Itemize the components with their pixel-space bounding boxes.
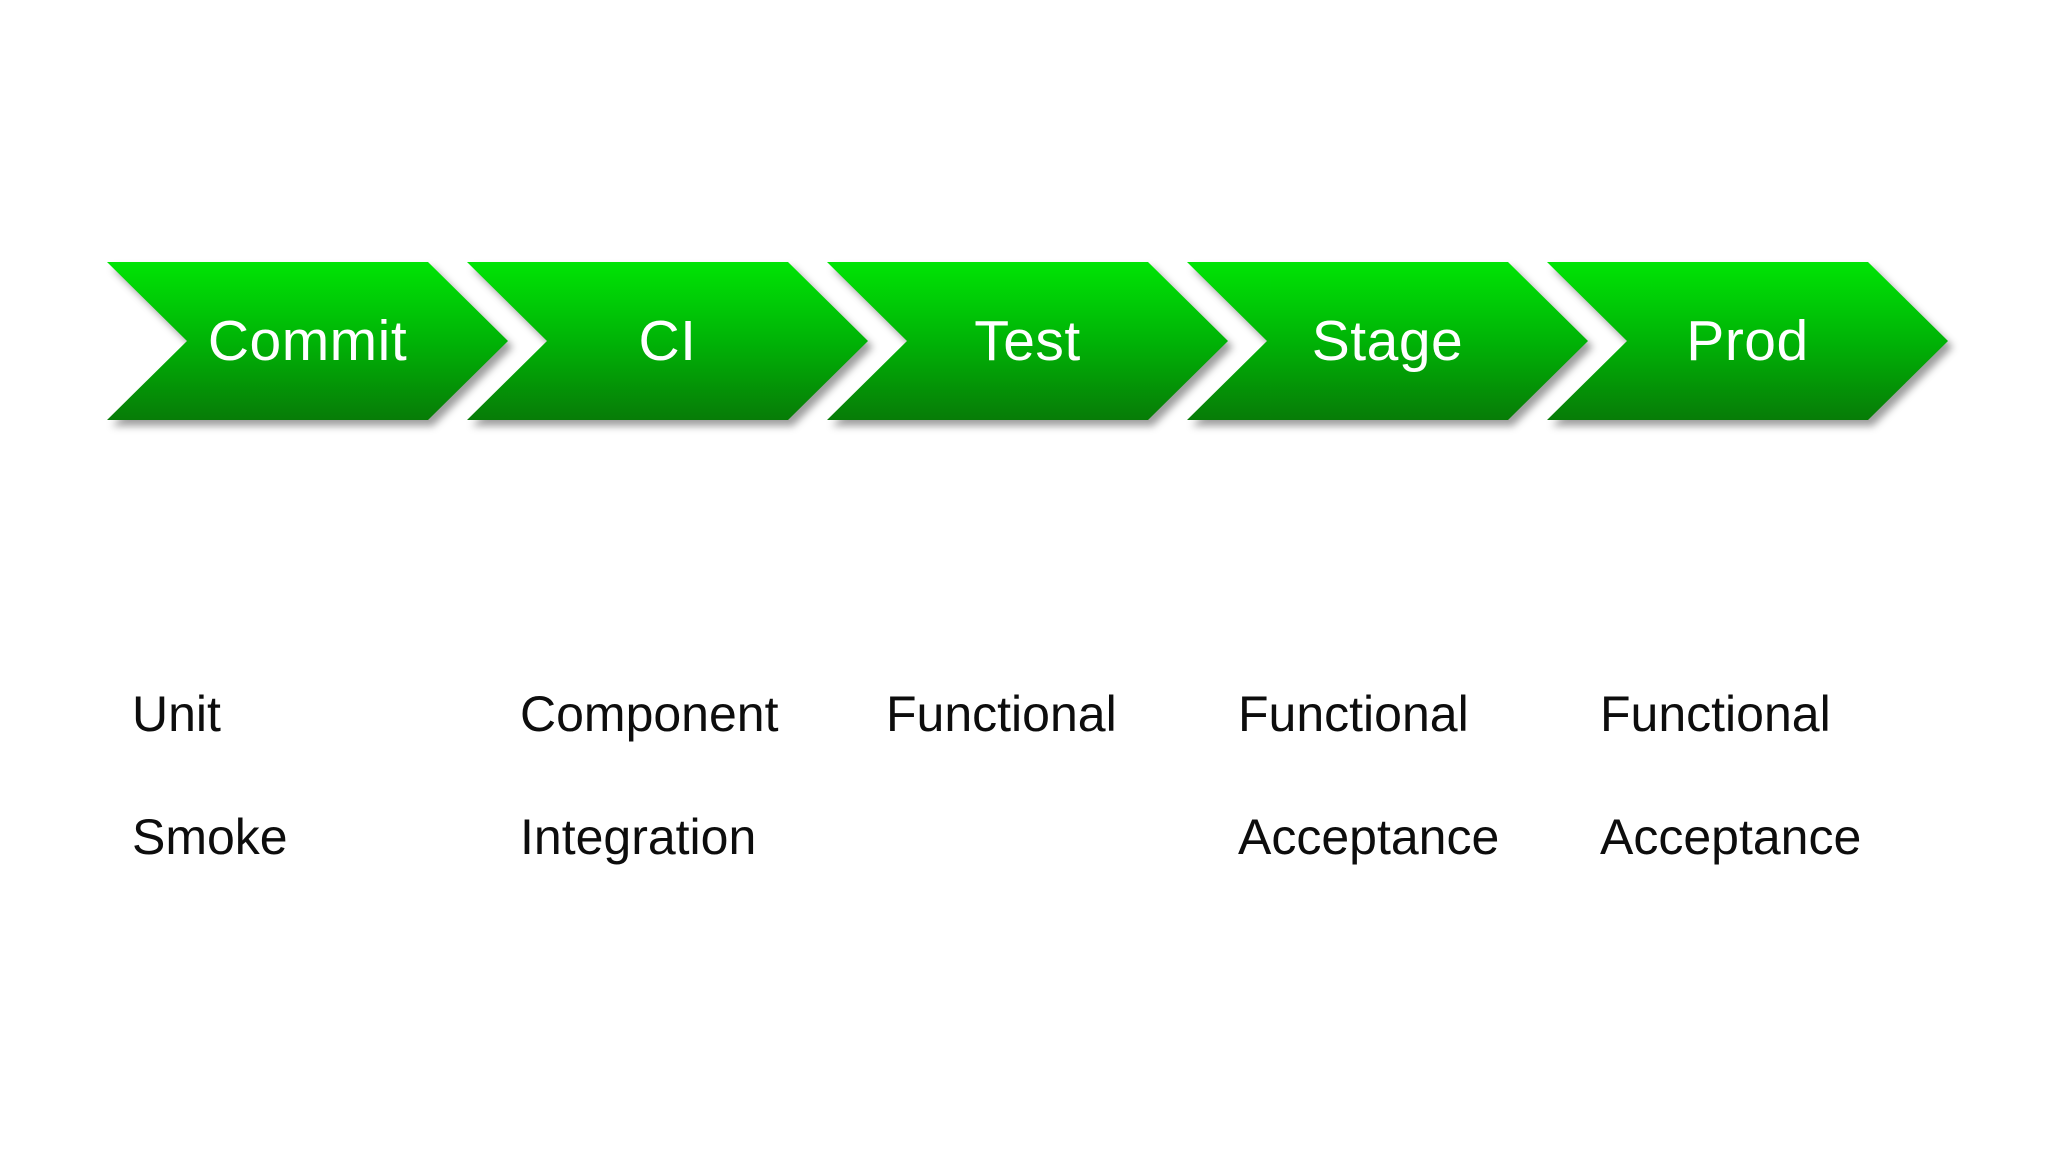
stage-arrow-label: CI	[638, 308, 697, 373]
stage-arrow-label: Stage	[1311, 308, 1464, 373]
chevron-arrow-shape	[827, 262, 1228, 420]
chevron-arrow-shape	[467, 262, 868, 420]
test-label-stage-functional: Functional	[1238, 686, 1469, 742]
stage-arrow-stage: Stage	[1187, 262, 1588, 420]
chevron-arrow-shape	[1547, 262, 1948, 420]
test-label-prod-acceptance: Acceptance	[1600, 809, 1862, 865]
test-label-commit-smoke: Smoke	[132, 809, 288, 865]
stage-arrow-commit: Commit	[107, 262, 508, 420]
stage-arrow-label: Test	[974, 308, 1081, 373]
chevron-arrow-shape	[107, 262, 508, 420]
stage-arrow-test: Test	[827, 262, 1228, 420]
stage-arrow-label: Prod	[1686, 308, 1809, 373]
chevron-arrow-icon	[107, 262, 508, 420]
chevron-arrow-icon	[467, 262, 868, 420]
chevron-arrow-icon	[827, 262, 1228, 420]
test-label-stage-acceptance: Acceptance	[1238, 809, 1500, 865]
stage-arrow-label: Commit	[207, 308, 408, 373]
test-label-prod-functional: Functional	[1600, 686, 1831, 742]
test-label-commit-unit: Unit	[132, 686, 221, 742]
test-label-ci-integration: Integration	[520, 809, 757, 865]
test-label-test-functional: Functional	[886, 686, 1117, 742]
chevron-arrow-icon	[1187, 262, 1588, 420]
stage-arrow-prod: Prod	[1547, 262, 1948, 420]
test-label-ci-component: Component	[520, 686, 779, 742]
chevron-arrow-icon	[1547, 262, 1948, 420]
chevron-arrow-shape	[1187, 262, 1588, 420]
stage-arrow-ci: CI	[467, 262, 868, 420]
